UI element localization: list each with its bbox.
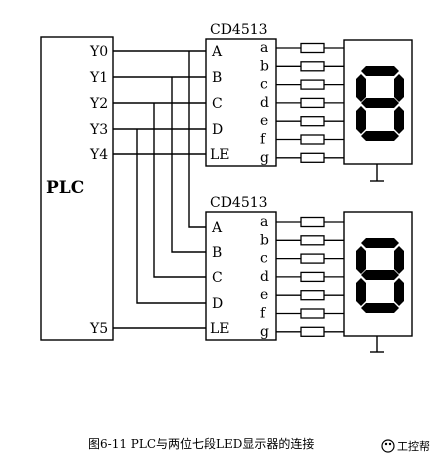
plc-out-y4: Y4 bbox=[89, 147, 108, 163]
chip2-pin-a: A bbox=[211, 220, 223, 236]
wire-y3-branch bbox=[136, 129, 206, 304]
chip2-seg-label-a: a bbox=[260, 214, 268, 230]
chip2-title: CD4513 bbox=[210, 195, 268, 211]
wire-y2-branch bbox=[153, 103, 206, 278]
chip2-resistor-e bbox=[300, 290, 325, 301]
digit1-segments bbox=[356, 66, 404, 141]
chip2-pin-c: C bbox=[212, 270, 223, 286]
chip1-pin-b: B bbox=[212, 70, 222, 86]
chip2-pin-b: B bbox=[212, 245, 222, 261]
chip2-seg-label-e: e bbox=[260, 287, 268, 303]
chip1-resistor-a bbox=[300, 42, 325, 54]
chip1-seg-label-f: f bbox=[260, 132, 267, 148]
plc-out-y2: Y2 bbox=[89, 96, 108, 112]
wire-y0-branch bbox=[188, 51, 206, 228]
chip1-resistor-e bbox=[300, 116, 325, 127]
chip1-resistor-b bbox=[300, 61, 325, 72]
plc-out-y0: Y0 bbox=[89, 44, 108, 60]
chip1-resistor-f bbox=[300, 134, 325, 145]
chip2-resistor-a bbox=[300, 216, 325, 228]
chip2-resistor-d bbox=[300, 271, 325, 283]
wire-y1-branch bbox=[171, 77, 206, 253]
plc-out-y1: Y1 bbox=[89, 70, 108, 86]
chip1-seg-label-c: c bbox=[260, 77, 268, 93]
chip2-pin-d: D bbox=[212, 296, 223, 312]
watermark-text: 工控帮 bbox=[397, 439, 430, 453]
chip1-seg-label-b: b bbox=[260, 58, 269, 74]
plc-out-y3: Y3 bbox=[89, 122, 108, 138]
chip2-resistor-c bbox=[300, 253, 325, 264]
figure-caption: 图6-11 PLC与两位七段LED显示器的连接 bbox=[88, 436, 314, 451]
chip2-resistor-g bbox=[300, 326, 325, 337]
chip1-seg-label-g: g bbox=[260, 150, 269, 166]
chip2-resistor-f bbox=[300, 308, 325, 319]
watermark-icon bbox=[381, 439, 395, 453]
chip2-seg-label-f: f bbox=[260, 306, 267, 322]
chip1-pin-le: LE bbox=[210, 147, 230, 163]
chip1-resistor-d bbox=[300, 97, 325, 109]
chip1-resistor-g bbox=[300, 152, 325, 163]
chip1-title: CD4513 bbox=[210, 22, 268, 38]
plc-box bbox=[40, 36, 114, 341]
chip1-seg-label-d: d bbox=[260, 95, 269, 111]
chip1-pin-c: C bbox=[212, 96, 223, 112]
chip1-seg-label-a: a bbox=[260, 40, 268, 56]
chip1-seg-label-e: e bbox=[260, 113, 268, 129]
display1-box bbox=[343, 39, 413, 165]
watermark: 工控帮 bbox=[381, 439, 430, 453]
chip1-pin-a: A bbox=[211, 44, 223, 60]
digit2-segments bbox=[356, 238, 404, 313]
chip2-box bbox=[205, 211, 277, 341]
chip2-resistor-b bbox=[300, 235, 325, 246]
display2-box bbox=[343, 211, 413, 337]
chip1-pin-d: D bbox=[212, 122, 223, 138]
chip2-pin-le: LE bbox=[210, 321, 230, 337]
chip2-seg-label-b: b bbox=[260, 232, 269, 248]
plc-label: PLC bbox=[46, 178, 84, 198]
chip2-seg-label-g: g bbox=[260, 324, 269, 340]
chip1-resistor-c bbox=[300, 79, 325, 90]
plc-out-y5: Y5 bbox=[89, 321, 108, 337]
chip2-seg-label-c: c bbox=[260, 251, 268, 267]
chip2-seg-label-d: d bbox=[260, 269, 269, 285]
